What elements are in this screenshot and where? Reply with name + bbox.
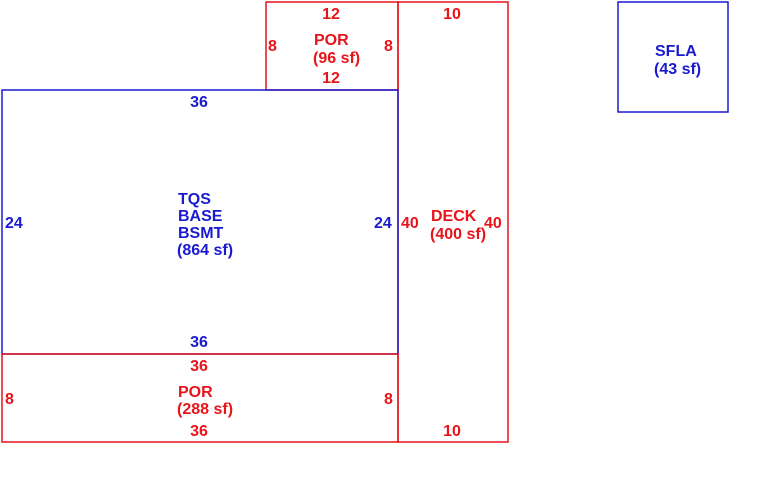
- basement-label-line2: BASE: [178, 208, 223, 225]
- deck-area: 10 10 40 40 DECK (400 sf): [397, 1, 509, 443]
- sfla-area: SFLA (43 sf): [617, 1, 729, 113]
- por-bottom-area-label: (288 sf): [177, 401, 233, 418]
- sfla-area-label: (43 sf): [654, 61, 701, 78]
- basement-dim-left: 24: [5, 215, 23, 232]
- por-top-dim-left: 8: [268, 38, 277, 55]
- por-bottom-dim-right: 8: [384, 391, 393, 408]
- deck-dim-top: 10: [443, 6, 461, 23]
- por-top-label: POR: [314, 32, 349, 49]
- basement-dim-right: 24: [374, 215, 392, 232]
- por-bottom-label: POR: [178, 384, 213, 401]
- basement-dim-top: 36: [190, 94, 208, 111]
- deck-dim-right: 40: [484, 215, 502, 232]
- basement-label-line3: BSMT: [178, 225, 224, 242]
- deck-dim-left: 40: [401, 215, 419, 232]
- por-bottom-dim-top: 36: [190, 358, 208, 375]
- por-top-area-label: (96 sf): [313, 50, 360, 67]
- sfla-label: SFLA: [655, 43, 697, 60]
- basement-dim-bottom: 36: [190, 334, 208, 351]
- por-top-dim-bottom: 12: [322, 70, 340, 87]
- deck-dim-bottom: 10: [443, 423, 461, 440]
- por-top-area: 12 12 8 8 POR (96 sf): [265, 1, 399, 91]
- basement-area: 36 36 24 24 TQS BASE BSMT (864 sf): [1, 89, 399, 355]
- basement-label-line1: TQS: [178, 191, 211, 208]
- por-bottom-outline: [1, 353, 399, 443]
- por-top-dim-top: 12: [322, 6, 340, 23]
- por-bottom-dim-left: 8: [5, 391, 14, 408]
- basement-area-label: (864 sf): [177, 242, 233, 259]
- por-top-dim-right: 8: [384, 38, 393, 55]
- por-bottom-dim-bottom: 36: [190, 423, 208, 440]
- deck-label: DECK: [431, 208, 477, 225]
- por-bottom-area: 36 36 8 8 POR (288 sf): [1, 353, 399, 443]
- sfla-outline: [617, 1, 729, 113]
- deck-area-label: (400 sf): [430, 226, 486, 243]
